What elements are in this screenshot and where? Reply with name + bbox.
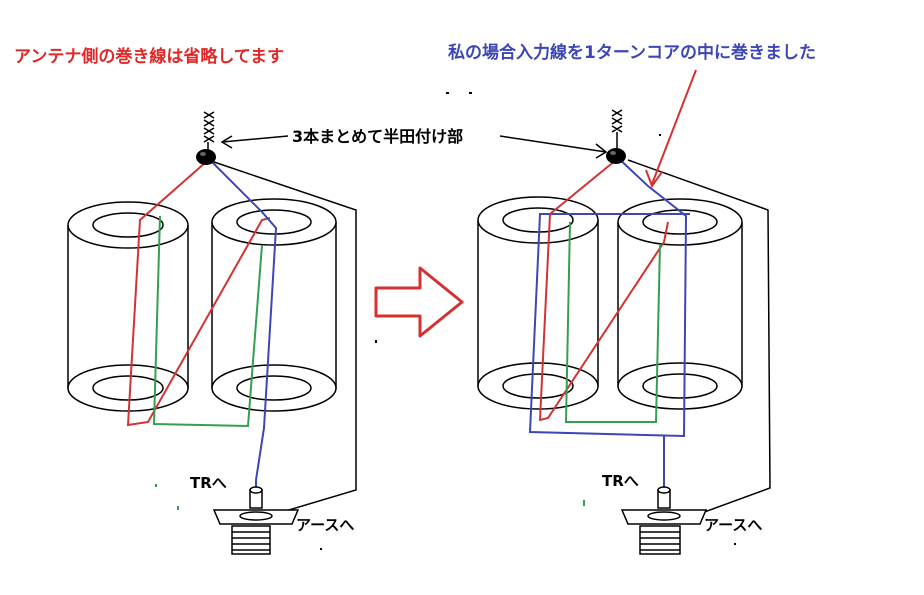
solder-joint — [606, 148, 626, 164]
right-tr-label: TRへ — [602, 472, 639, 490]
left-assembly — [67, 111, 357, 555]
ground-wire — [213, 161, 357, 519]
input-loop-note: 私の場合入力線を1ターンコアの中に巻きました — [448, 43, 816, 63]
solder-point-label: 3本まとめて半田付け部 — [292, 127, 464, 146]
right-ferrite-core — [617, 198, 743, 410]
red-winding — [126, 161, 271, 427]
right-earth-label: アースへ — [704, 516, 763, 534]
stray-marks — [155, 92, 736, 550]
right-ferrite-core — [211, 198, 337, 412]
green-winding — [564, 221, 661, 423]
ground-wire — [627, 159, 771, 519]
left-tr-label: TRへ — [190, 474, 227, 492]
hollow-right-arrow — [374, 266, 464, 338]
zigzag-antenna-icon — [611, 109, 623, 148]
antenna-side-note: アンテナ側の巻き線は省略してます — [14, 47, 284, 67]
left-earth-label: アースへ — [296, 516, 355, 534]
blue-winding — [209, 159, 278, 494]
left-ferrite-core — [477, 196, 599, 410]
note-pointer — [651, 69, 697, 185]
green-winding — [152, 215, 263, 428]
zigzag-antenna-icon — [203, 111, 215, 152]
coax-connector-icon — [620, 486, 708, 555]
blue-input-loop — [528, 155, 690, 438]
coax-connector-icon — [212, 486, 300, 555]
right-assembly — [477, 69, 771, 555]
left-ferrite-core — [67, 201, 189, 412]
solder-joint — [196, 149, 216, 165]
red-winding — [538, 159, 669, 422]
